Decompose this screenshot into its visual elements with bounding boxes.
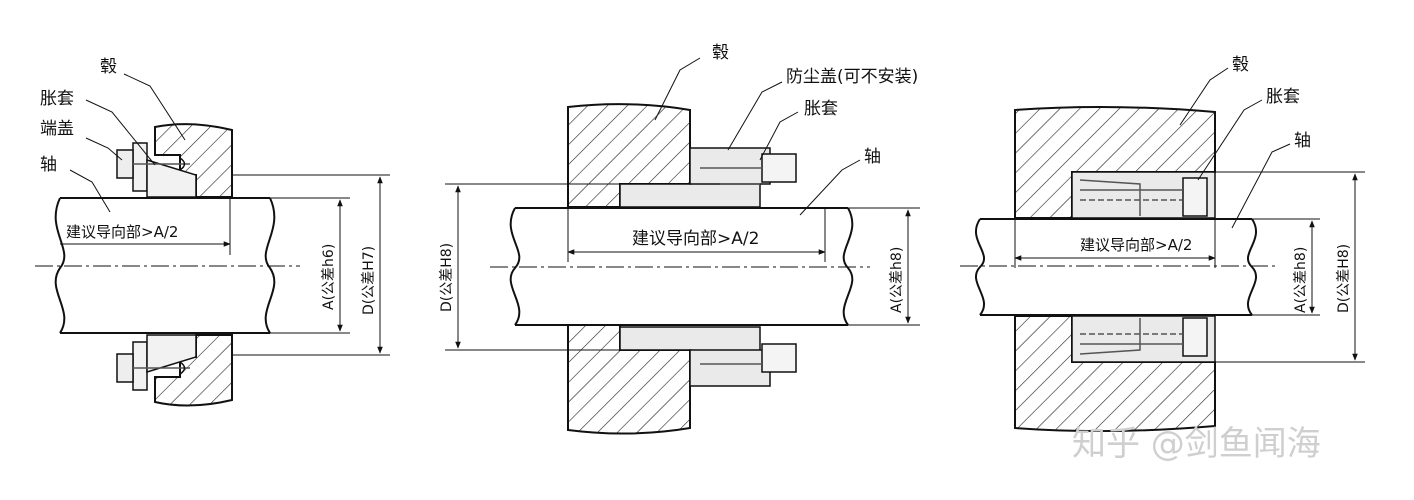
shaft-label: 轴 [40, 155, 57, 175]
dim-d-label: D(公差H7) [361, 246, 377, 315]
sleeve-assembly-bottom [116, 334, 197, 391]
dim-d-label: D(公差H8) [439, 243, 455, 312]
guide-label: 建议导向部>A/2 [66, 223, 178, 241]
dim-a-label: A(公差h8) [889, 247, 905, 313]
sleeve-assembly-top [619, 147, 797, 208]
guide-label: 建议导向部>A/2 [1080, 236, 1192, 254]
guide-label: 建议导向部>A/2 [632, 229, 759, 249]
end-cap-label: 端盖 [40, 119, 74, 139]
dim-d-label: D(公差H8) [1336, 244, 1352, 313]
dust-cover-label: 防尘盖(可不安装) [786, 67, 918, 87]
sleeve-label: 胀套 [804, 99, 838, 119]
shaft-1 [35, 197, 300, 334]
hub-label: 毂 [712, 43, 729, 63]
shaft-2 [490, 207, 870, 326]
sleeve-assembly-top [116, 142, 197, 198]
shaft-label: 轴 [864, 147, 881, 167]
watermark: 知乎 @剑鱼闻海 [1072, 424, 1321, 464]
sleeve-label: 胀套 [1266, 87, 1300, 107]
sleeve-label: 胀套 [40, 89, 74, 109]
sleeve-assembly-bottom [619, 326, 797, 387]
dim-a-label: A(公差h8) [1293, 247, 1309, 313]
diagram-2: 建议导向部>A/2 D(公差H8) A(公差h8) 毂 防尘盖(可不安装) 胀套… [439, 43, 920, 435]
sleeve-assembly-bottom [1071, 315, 1216, 363]
diagram-1: 建议导向部>A/2 A(公差h6) D(公差H7) 毂 胀套 端盖 轴 [35, 57, 390, 407]
shaft-3 [960, 218, 1275, 316]
hub-label: 毂 [1232, 55, 1249, 75]
diagram-3: 建议导向部>A/2 A(公差h8) D(公差H8) 毂 胀套 轴 [960, 55, 1365, 433]
sleeve-assembly-top [1071, 171, 1216, 219]
hub-label: 毂 [100, 57, 117, 77]
dim-a-label: A(公差h6) [321, 244, 337, 310]
shaft-label: 轴 [1294, 131, 1311, 151]
